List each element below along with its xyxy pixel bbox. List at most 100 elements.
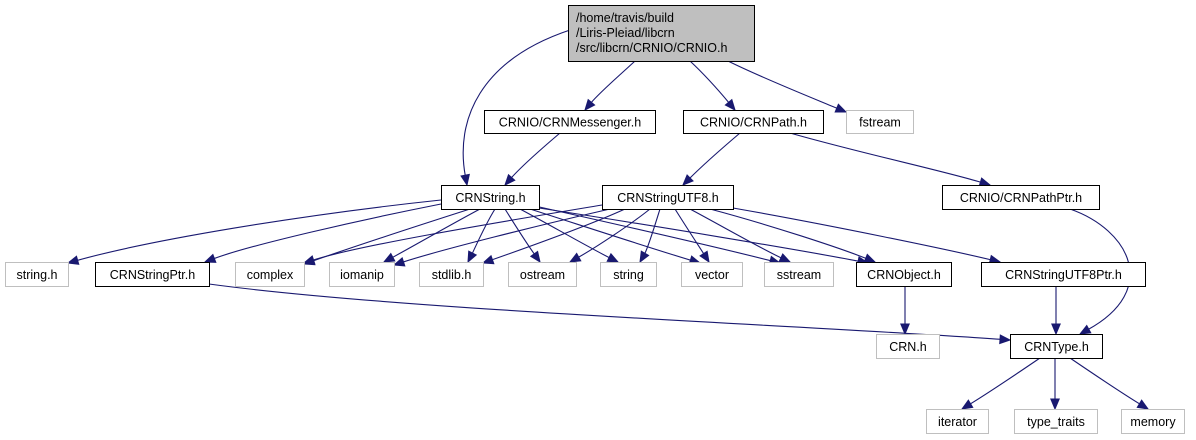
arrowhead-icon (960, 399, 974, 410)
edge-string_hdr-to-sstream (534, 205, 782, 266)
arrowhead-icon (568, 252, 582, 263)
node-box (1010, 334, 1103, 359)
edge-line (208, 283, 1002, 340)
arrowhead-icon (504, 173, 516, 186)
node-type[interactable]: CRNType.h (1010, 334, 1103, 359)
edge-line (471, 208, 496, 255)
edge-stringutf8-to-ostream (568, 208, 651, 263)
node-label: CRNString.h (455, 191, 525, 205)
arrowhead-icon (302, 255, 316, 265)
node-pathptr[interactable]: CRNIO/CRNPathPtr.h (942, 185, 1100, 210)
node-ostream: ostream (508, 262, 577, 287)
node-root[interactable]: /home/travis/build/Liris-Pleiad/libcrn/s… (568, 5, 755, 62)
node-iomanip: iomanip (329, 262, 395, 287)
edge-path-to-stringutf8 (682, 132, 741, 186)
node-box (568, 5, 755, 62)
edge-line (391, 208, 481, 259)
edge-line (969, 357, 1041, 405)
arrowhead-icon (606, 252, 620, 263)
edge-line (688, 132, 741, 180)
arrowhead-icon (1078, 324, 1092, 335)
node-box (484, 110, 656, 134)
arrowhead-icon (863, 253, 877, 263)
arrowhead-icon (460, 173, 470, 187)
node-stringutf8[interactable]: CRNStringUTF8.h (602, 185, 734, 210)
arrowhead-icon (203, 253, 217, 263)
node-box (926, 409, 989, 434)
node-box (95, 262, 210, 287)
edge-string_hdr-to-stdlib (467, 208, 496, 264)
arrowhead-icon (584, 98, 596, 111)
node-label: sstream (777, 268, 821, 282)
node-box (235, 262, 305, 287)
node-label: CRNIO/CRNMessenger.h (499, 116, 641, 130)
node-box (600, 262, 657, 287)
node-label: CRNStringPtr.h (110, 268, 195, 282)
node-memory: memory (1121, 409, 1185, 434)
node-label: /home/travis/build (576, 11, 674, 25)
edge-stringutf8-to-vector (674, 208, 710, 264)
edge-messenger-to-string_hdr (504, 132, 561, 186)
node-path[interactable]: CRNIO/CRNPath.h (683, 110, 824, 134)
edge-line (529, 208, 692, 261)
node-label: stdlib.h (432, 268, 472, 282)
arrowhead-icon (900, 323, 910, 336)
node-box (942, 185, 1100, 210)
edge-line (674, 208, 705, 255)
edge-line (76, 199, 442, 262)
node-object[interactable]: CRNObject.h (856, 262, 952, 287)
node-box (329, 262, 395, 287)
node-label: vector (695, 268, 729, 282)
node-label: CRNObject.h (867, 268, 941, 282)
edge-line (689, 208, 783, 259)
edge-line (312, 204, 603, 261)
node-label: type_traits (1027, 415, 1085, 429)
arrowhead-icon (481, 254, 495, 265)
edge-type-to-memory (1069, 357, 1150, 410)
edge-line (727, 60, 838, 110)
arrowhead-icon (699, 250, 710, 264)
node-box (508, 262, 577, 287)
node-stringptr[interactable]: CRNStringPtr.h (95, 262, 210, 287)
node-box (1014, 409, 1098, 434)
edge-line (510, 132, 561, 179)
edge-stringutf8-to-iomanip (392, 208, 611, 267)
node-string-hdr[interactable]: CRNString.h (441, 185, 540, 210)
edge-type-to-iterator (960, 357, 1041, 410)
edge-line (590, 60, 636, 104)
edge-stringptr-to-type (208, 283, 1012, 345)
node-box (856, 262, 952, 287)
edge-stringutf8-to-stdlib (481, 208, 626, 265)
edge-line (519, 208, 611, 259)
node-crn: CRN.h (876, 334, 940, 359)
node-box (441, 185, 540, 210)
node-messenger[interactable]: CRNIO/CRNMessenger.h (484, 110, 656, 134)
node-vector: vector (681, 262, 743, 287)
edge-line (462, 29, 571, 177)
arrowhead-icon (999, 334, 1012, 345)
node-label: string.h (17, 268, 58, 282)
edge-object-to-crn (900, 286, 910, 336)
node-label: string (613, 268, 644, 282)
edge-line (789, 132, 982, 183)
node-label: memory (1130, 415, 1176, 429)
node-type-traits: type_traits (1014, 409, 1098, 434)
edge-root-to-fstream (727, 60, 848, 113)
edges-layer (66, 29, 1150, 411)
node-box (5, 262, 69, 287)
node-stringutf8ptr[interactable]: CRNStringUTF8Ptr.h (981, 262, 1146, 287)
arrowhead-icon (382, 252, 396, 263)
edge-line (213, 203, 442, 260)
node-stdlib: stdlib.h (419, 262, 484, 287)
arrowhead-icon (978, 177, 992, 187)
edge-line (577, 208, 651, 259)
edge-root-to-messenger (584, 60, 636, 111)
node-box (1121, 409, 1185, 434)
edge-string_hdr-to-stringptr (203, 203, 442, 263)
arrowhead-icon (778, 253, 792, 263)
nodes-layer: /home/travis/build/Liris-Pleiad/libcrn/s… (5, 5, 1185, 434)
node-label: CRN.h (889, 340, 927, 354)
node-iterator: iterator (926, 409, 989, 434)
edge-string_hdr-to-string_h (66, 199, 442, 265)
edge-type-to-type_traits (1050, 357, 1060, 411)
